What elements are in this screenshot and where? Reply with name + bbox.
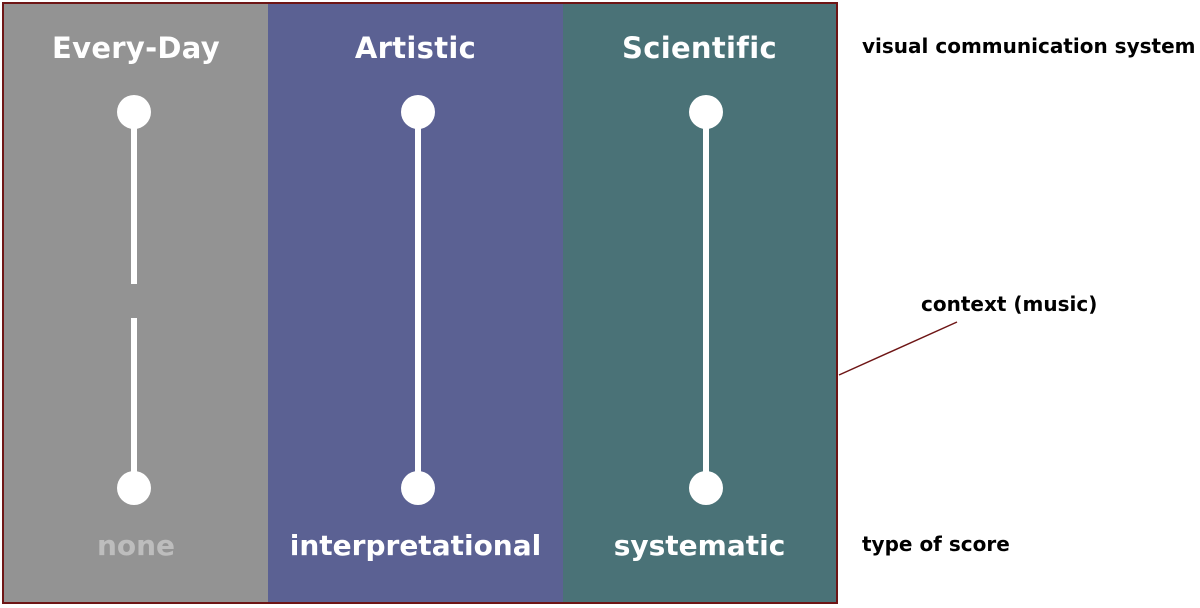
bottom-marker: [117, 471, 151, 505]
scale-line-lower: [131, 318, 137, 488]
bottom-marker: [401, 471, 435, 505]
column-title: Every-Day: [52, 31, 220, 65]
context-frame: Every-Day none Artistic interpretational…: [2, 2, 838, 604]
column-title: Scientific: [622, 31, 777, 65]
score-type-label: none: [96, 529, 176, 562]
score-type-label: systematic: [613, 529, 786, 562]
score-type-heading: type of score: [862, 532, 1010, 556]
score-type-label: interpretational: [289, 529, 542, 562]
bottom-marker: [689, 471, 723, 505]
scale-line: [415, 112, 421, 488]
column-artistic: Artistic interpretational: [268, 4, 563, 602]
column-scientific: Scientific systematic: [563, 4, 836, 602]
column-title: Artistic: [354, 31, 477, 65]
column-every-day: Every-Day none: [4, 4, 268, 602]
system-label: visual communication system: [862, 34, 1196, 58]
scale-line-upper: [131, 112, 137, 284]
scale-line: [703, 112, 709, 488]
context-label: context (music): [921, 292, 1098, 316]
